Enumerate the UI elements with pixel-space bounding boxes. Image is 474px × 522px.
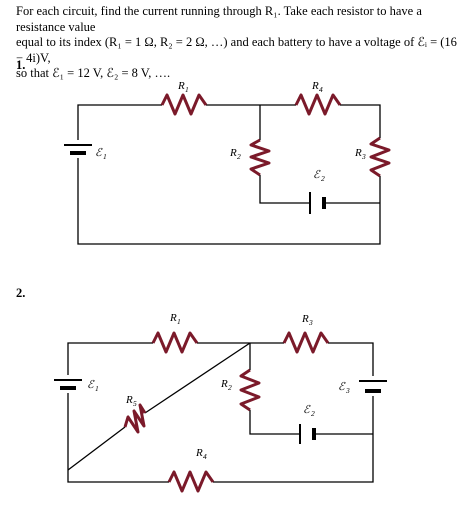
- circuit-1-resistor-r2: [249, 138, 271, 177]
- circuit-2-resistor-r1: [151, 331, 199, 354]
- c2-e3-sub: 3: [345, 386, 350, 395]
- circuit-2-resistor-r2: [239, 368, 261, 412]
- problem-line-3: so that ℰ₁ = 12 V, ℰ₂ = 8 V, ….: [16, 66, 171, 80]
- circuit-2-labels: R 1 R 3 R 2 R 5 R 4 ℰ 1 ℰ 3 ℰ 2: [87, 312, 350, 461]
- c2-e1-label: ℰ: [87, 379, 95, 391]
- circuit-2-battery-3: [359, 380, 387, 393]
- circuit-2-wires: [67, 342, 374, 483]
- c2-e2-label: ℰ: [303, 404, 311, 416]
- c2-r2-sub: 2: [228, 383, 232, 392]
- problem-line-2: equal to its index (R₁ = 1 Ω, R₂ = 2 Ω, …: [16, 35, 457, 65]
- circuit-1-number: 1.: [16, 58, 26, 72]
- circuit-1-resistor-r3: [369, 136, 391, 178]
- c1-r1-sub: 1: [185, 85, 189, 94]
- circuit-2-resistor-r5: [123, 403, 147, 434]
- c2-r4-sub: 4: [203, 452, 207, 461]
- c1-r3-sub: 3: [361, 152, 366, 161]
- circuit-1-labels: R 1 R 4 R 2 R 3 ℰ 1 ℰ 2: [95, 80, 366, 183]
- circuit-2-battery-1: [54, 379, 82, 390]
- circuit-1-battery-1: [64, 144, 92, 155]
- c2-r1-sub: 1: [177, 317, 181, 326]
- c2-r2-label: R: [220, 378, 228, 390]
- c2-r4-label: R: [195, 447, 203, 459]
- c2-r1-label: R: [169, 312, 177, 324]
- circuit-1-diagram: R 1 R 4 R 2 R 3 ℰ 1 ℰ 2: [64, 80, 391, 245]
- c1-e2-label: ℰ: [313, 169, 321, 181]
- c2-r3-label: R: [301, 313, 309, 325]
- c1-r2-label: R: [229, 147, 237, 159]
- circuit-2-resistor-r3: [282, 331, 330, 354]
- c2-r5-label: R: [125, 394, 133, 406]
- circuit-2-resistor-r4: [167, 470, 215, 493]
- c2-r5-sub: 5: [133, 399, 137, 408]
- circuit-2-number: 2.: [16, 286, 26, 300]
- c2-e3-label: ℰ: [338, 381, 346, 393]
- c1-e2-sub: 2: [321, 174, 325, 183]
- c1-r4-label: R: [311, 80, 319, 92]
- c2-e1-sub: 1: [95, 384, 99, 393]
- c1-r4-sub: 4: [319, 85, 323, 94]
- circuit-2-battery-2: [299, 424, 316, 444]
- c1-e1-sub: 1: [103, 152, 107, 161]
- circuit-1-battery-2: [309, 192, 326, 214]
- circuit-1-resistor-r4: [294, 93, 342, 116]
- c1-r3-label: R: [354, 147, 362, 159]
- c2-r3-sub: 3: [308, 318, 313, 327]
- c1-r2-sub: 2: [237, 152, 241, 161]
- circuit-1-resistor-r1: [160, 93, 208, 116]
- c1-r1-label: R: [177, 80, 185, 92]
- c2-e2-sub: 2: [311, 409, 315, 418]
- c1-e1-label: ℰ: [95, 147, 103, 159]
- circuit-1-wires: [77, 104, 381, 245]
- circuit-2-diagram: R 1 R 3 R 2 R 5 R 4 ℰ 1 ℰ 3 ℰ 2: [54, 312, 387, 493]
- problem-line-1: For each circuit, find the current runni…: [16, 4, 422, 34]
- problem-statement: For each circuit, find the current runni…: [16, 4, 466, 82]
